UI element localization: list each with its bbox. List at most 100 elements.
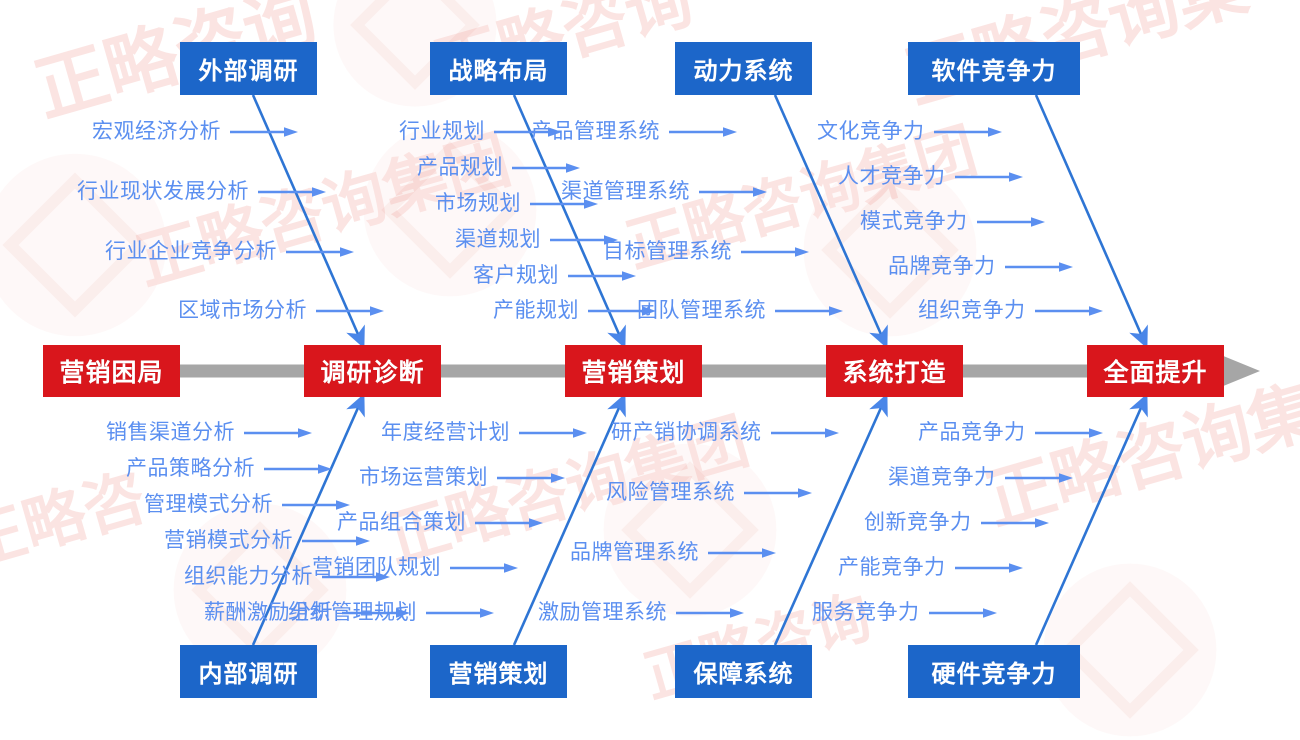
arrow-icon	[741, 246, 811, 258]
spine-node-4[interactable]: 全面提升	[1087, 345, 1224, 397]
top-branch-label-2[interactable]: 动力系统	[675, 42, 812, 95]
cause-row[interactable]: 团队管理系统	[637, 300, 845, 321]
cause-row[interactable]: 组织管理规划	[288, 602, 496, 623]
cause-row[interactable]: 组织能力分析	[184, 566, 392, 587]
arrow-icon	[770, 427, 841, 439]
cause-row[interactable]: 营销模式分析	[164, 530, 372, 551]
cause-row[interactable]: 人才竞争力	[838, 166, 1025, 187]
arrow-icon	[1034, 305, 1105, 317]
branch-label-text: 内部调研	[198, 661, 299, 688]
fishbone-diagram: 正略咨询 正略咨询 正略咨询集 正略咨询集团 正略咨询集团 正略咨询集 正略咨询…	[0, 0, 1300, 719]
bottom-branch-label-2[interactable]: 保障系统	[675, 645, 812, 698]
cause-row[interactable]: 薪酬激励分析	[204, 602, 412, 623]
arrow-icon	[669, 126, 739, 138]
spine-node-3[interactable]: 系统打造	[826, 345, 963, 397]
cause-label: 年度经营计划	[381, 421, 510, 444]
branch-label-text: 保障系统	[693, 661, 794, 688]
branch-label-text: 营销策划	[448, 661, 549, 688]
arrow-icon	[933, 126, 1004, 138]
cause-label: 营销团队规划	[312, 556, 441, 579]
cause-row[interactable]: 服务竞争力	[812, 602, 999, 623]
bottom-branch-label-0[interactable]: 内部调研	[180, 645, 317, 698]
arrow-icon	[342, 607, 412, 619]
branch-label-text: 硬件竞争力	[931, 661, 1057, 688]
bottom-branch-label-3[interactable]: 硬件竞争力	[908, 645, 1080, 698]
cause-row[interactable]: 产品策略分析	[126, 458, 334, 479]
cause-row[interactable]: 研产销协调系统	[611, 422, 841, 443]
arrow-icon	[530, 198, 600, 210]
cause-row[interactable]: 行业现状发展分析	[77, 181, 328, 202]
cause-row[interactable]: 风险管理系统	[606, 482, 814, 503]
cause-row[interactable]: 激励管理系统	[538, 602, 746, 623]
cause-label: 风险管理系统	[606, 481, 735, 504]
branch-label-text: 软件竞争力	[931, 58, 1057, 85]
cause-row[interactable]: 文化竞争力	[817, 121, 1004, 142]
arrow-icon	[568, 270, 638, 282]
cause-label: 组织竞争力	[918, 299, 1026, 322]
top-branch-label-0[interactable]: 外部调研	[180, 42, 317, 95]
spine-node-label: 系统打造	[842, 359, 947, 387]
arrow-icon	[475, 517, 545, 529]
cause-row[interactable]: 市场规划	[435, 193, 600, 214]
arrow-icon	[494, 126, 564, 138]
cause-row[interactable]: 组织竞争力	[918, 300, 1105, 321]
cause-row[interactable]: 目标管理系统	[603, 241, 811, 262]
arrow-icon	[497, 472, 567, 484]
cause-row[interactable]: 产品规划	[417, 157, 582, 178]
cause-label: 产品竞争力	[918, 421, 1026, 444]
cause-row[interactable]: 管理模式分析	[144, 494, 352, 515]
cause-row[interactable]: 模式竞争力	[860, 211, 1047, 232]
cause-label: 产能竞争力	[838, 556, 946, 579]
cause-row[interactable]: 产品管理系统	[531, 121, 739, 142]
cause-row[interactable]: 产能规划	[493, 300, 658, 321]
cause-label: 研产销协调系统	[611, 421, 762, 444]
cause-label: 组织管理规划	[288, 601, 417, 624]
top-branch-label-3[interactable]: 软件竞争力	[908, 42, 1080, 95]
arrow-icon	[244, 427, 314, 439]
cause-label: 产能规划	[493, 299, 579, 322]
arrow-icon	[954, 562, 1025, 574]
cause-row[interactable]: 产品组合策划	[337, 512, 545, 533]
top-branch-label-1[interactable]: 战略布局	[430, 42, 567, 95]
cause-row[interactable]: 渠道竞争力	[888, 467, 1075, 488]
spine-node-2[interactable]: 营销策划	[565, 345, 702, 397]
arrow-icon	[1004, 261, 1075, 273]
cause-row[interactable]: 产品竞争力	[918, 422, 1105, 443]
cause-row[interactable]: 营销团队规划	[312, 557, 520, 578]
cause-label: 宏观经济分析	[92, 120, 221, 143]
cause-row[interactable]: 行业规划	[399, 121, 564, 142]
cause-label: 营销模式分析	[164, 529, 293, 552]
spine-node-label: 全面提升	[1103, 359, 1208, 387]
cause-row[interactable]: 品牌管理系统	[570, 542, 778, 563]
arrow-icon	[512, 162, 582, 174]
cause-label: 产品管理系统	[531, 120, 660, 143]
cause-row[interactable]: 渠道管理系统	[561, 181, 769, 202]
cause-row[interactable]: 年度经营计划	[381, 422, 589, 443]
arrow-icon	[980, 517, 1051, 529]
cause-label: 渠道竞争力	[888, 466, 996, 489]
arrow-icon	[550, 234, 620, 246]
cause-label: 行业现状发展分析	[77, 180, 249, 203]
arrow-icon	[708, 547, 778, 559]
cause-row[interactable]: 产能竞争力	[838, 557, 1025, 578]
cause-row[interactable]: 市场运营策划	[359, 467, 567, 488]
cause-label: 市场规划	[435, 192, 521, 215]
cause-row[interactable]: 行业企业竞争分析	[105, 241, 356, 262]
cause-row[interactable]: 宏观经济分析	[92, 121, 300, 142]
cause-label: 团队管理系统	[637, 299, 766, 322]
arrow-icon	[588, 305, 658, 317]
cause-row[interactable]: 创新竞争力	[864, 512, 1051, 533]
cause-label: 行业企业竞争分析	[105, 240, 277, 263]
bottom-branch-label-1[interactable]: 营销策划	[430, 645, 567, 698]
cause-row[interactable]: 渠道规划	[455, 229, 620, 250]
cause-row[interactable]: 品牌竞争力	[888, 256, 1075, 277]
cause-row[interactable]: 区域市场分析	[178, 300, 386, 321]
arrow-icon	[744, 487, 814, 499]
spine-node-1[interactable]: 调研诊断	[304, 345, 441, 397]
cause-label: 销售渠道分析	[106, 421, 235, 444]
spine-node-0[interactable]: 营销困局	[43, 345, 180, 397]
cause-row[interactable]: 客户规划	[473, 265, 638, 286]
cause-row[interactable]: 销售渠道分析	[106, 422, 314, 443]
arrow-icon	[286, 246, 356, 258]
cause-label: 品牌管理系统	[570, 541, 699, 564]
